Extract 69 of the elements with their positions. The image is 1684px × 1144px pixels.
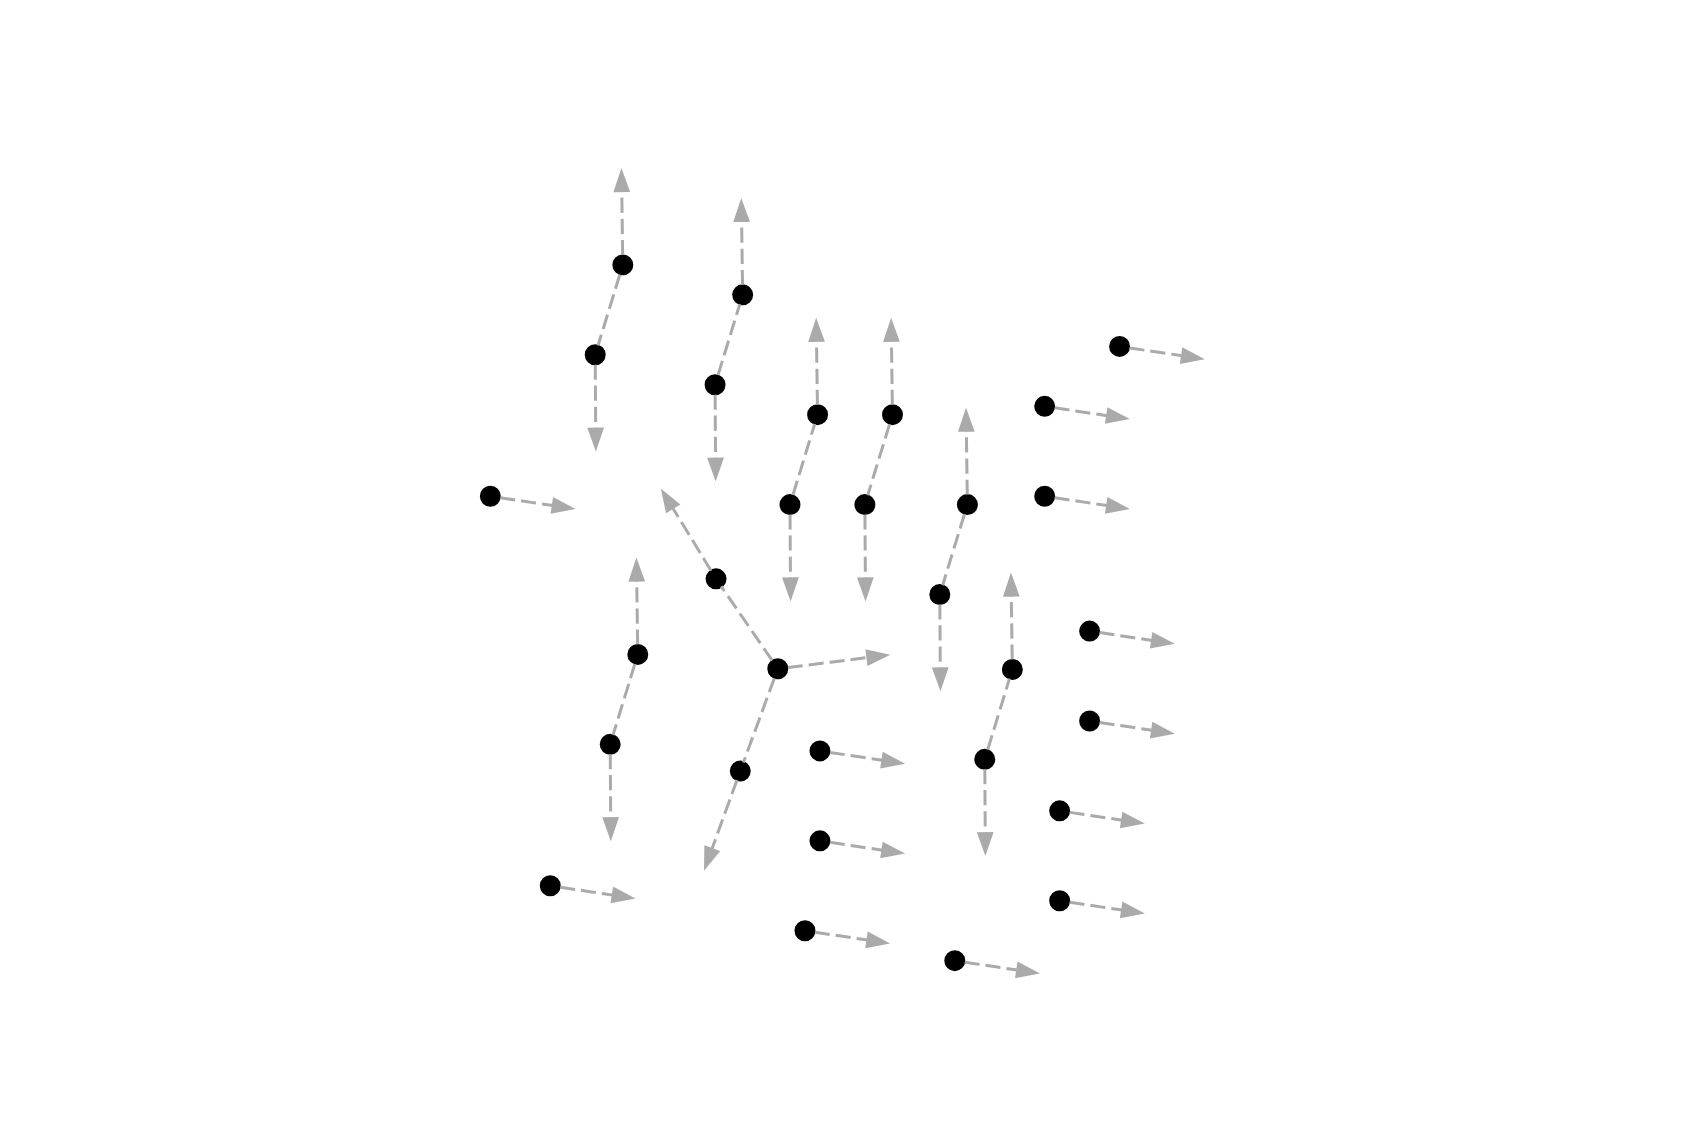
- arrow: [957, 407, 975, 495]
- node-circle: [479, 485, 501, 507]
- node-circle: [584, 344, 606, 366]
- connector: [719, 585, 774, 662]
- arrow: [829, 840, 906, 859]
- node-circle: [767, 658, 789, 680]
- node-circle: [1079, 710, 1101, 732]
- arrow: [1069, 900, 1145, 919]
- node-circle: [809, 830, 831, 852]
- arrow: [814, 930, 891, 949]
- arrow: [1054, 496, 1130, 514]
- node-circle: [974, 748, 996, 770]
- node-circle: [807, 404, 829, 426]
- arrow: [931, 604, 949, 692]
- arrow: [602, 754, 620, 842]
- arrow: [587, 364, 605, 452]
- arrow: [660, 488, 713, 572]
- node-circle: [704, 374, 726, 396]
- arrow: [560, 885, 636, 904]
- node-circle: [1109, 335, 1131, 357]
- node-circle: [1001, 658, 1023, 680]
- arrow: [1099, 631, 1175, 649]
- node-circle: [854, 494, 876, 516]
- node-circle: [732, 284, 754, 306]
- connector: [866, 423, 891, 496]
- arrow: [1002, 572, 1020, 660]
- node-circle: [599, 733, 621, 755]
- connector: [716, 303, 742, 376]
- node-circle: [729, 760, 751, 782]
- arrow: [628, 557, 646, 645]
- arrow: [500, 496, 576, 514]
- connector: [986, 678, 1011, 751]
- arrow: [733, 197, 750, 285]
- node-circle: [1049, 890, 1071, 912]
- node-circle: [539, 875, 561, 897]
- arrow: [787, 649, 891, 669]
- arrow: [856, 514, 874, 602]
- node-circle: [1079, 620, 1101, 642]
- connector: [791, 423, 817, 496]
- node-circle: [1049, 800, 1071, 822]
- node-circle: [1034, 395, 1056, 417]
- arrow: [782, 514, 799, 602]
- node-circle: [612, 254, 634, 276]
- arrow: [1054, 406, 1130, 424]
- node-circle: [929, 584, 951, 605]
- connector: [611, 663, 637, 736]
- connector: [941, 513, 966, 586]
- connector: [596, 274, 622, 346]
- arrow: [1129, 346, 1205, 364]
- arrow: [829, 750, 906, 769]
- arrow: [883, 317, 900, 405]
- node-circle: [809, 740, 831, 762]
- arrow: [976, 769, 994, 857]
- node-circle: [944, 950, 966, 972]
- node-circle: [1034, 485, 1056, 507]
- arrow: [613, 168, 631, 255]
- node-circle: [627, 643, 649, 665]
- connector: [742, 677, 776, 763]
- arrow: [808, 317, 825, 405]
- node-circle: [779, 494, 801, 516]
- arrow: [1099, 721, 1175, 739]
- arrow: [1069, 810, 1145, 829]
- node-circle: [705, 568, 727, 590]
- node-circle: [882, 404, 903, 426]
- arrow: [707, 394, 724, 482]
- arrow: [704, 779, 739, 871]
- node-circle: [794, 920, 816, 942]
- arrow: [964, 960, 1040, 979]
- node-circle: [956, 494, 978, 516]
